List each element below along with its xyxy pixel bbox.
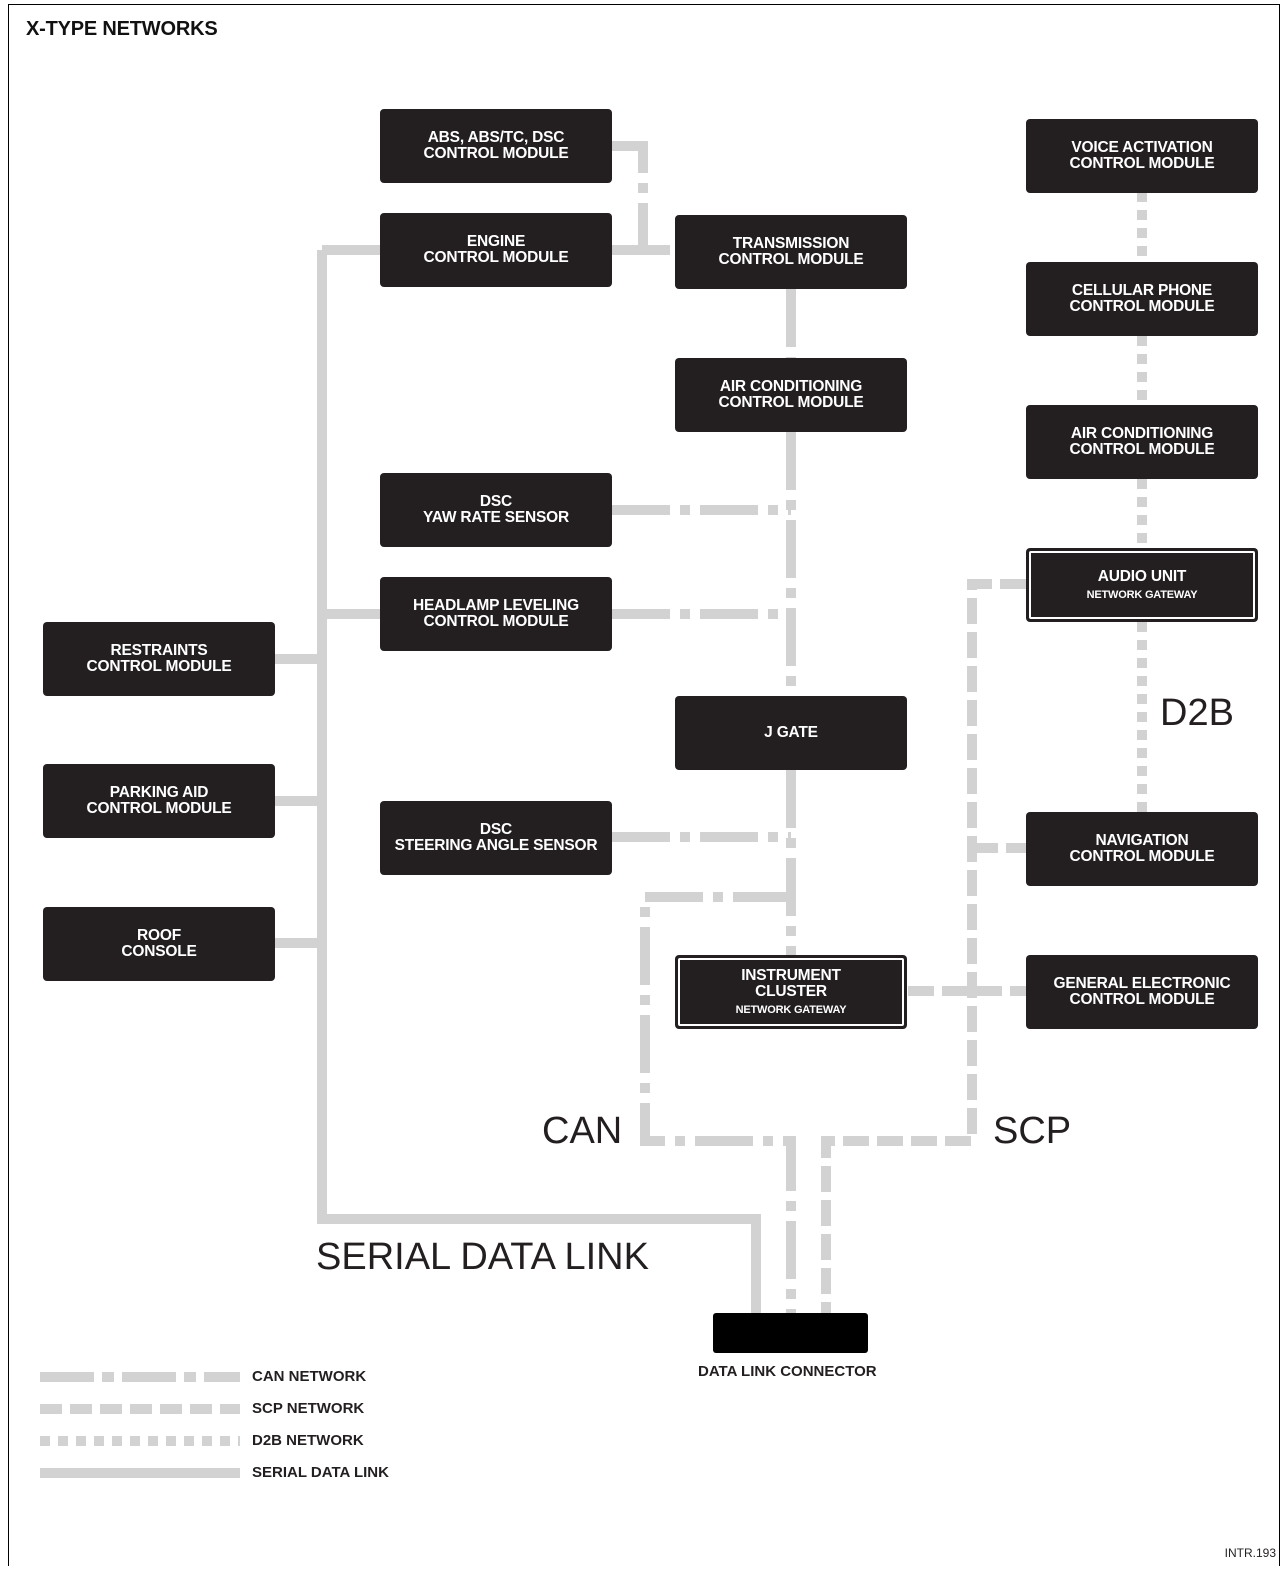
legend-label-d2b: D2B NETWORK [252,1432,364,1449]
instrument-cluster-gateway: INSTRUMENT CLUSTER NETWORK GATEWAY [675,955,907,1029]
module-label: J GATE [764,724,818,741]
parking-aid-control-module: PARKING AID CONTROL MODULE [43,764,275,838]
module-label: GENERAL ELECTRONIC [1053,975,1231,992]
module-label: ENGINE [466,233,526,250]
module-label: CELLULAR PHONE [1071,282,1213,299]
legend-label-serial: SERIAL DATA LINK [252,1464,389,1481]
module-label: HEADLAMP LEVELING [413,597,579,614]
module-label: CONSOLE [121,943,197,960]
air-conditioning-control-module-can: AIR CONDITIONING CONTROL MODULE [675,358,907,432]
navigation-control-module: NAVIGATION CONTROL MODULE [1026,812,1258,886]
roof-console: ROOF CONSOLE [43,907,275,981]
scp-link-audio [821,579,1026,1314]
legend-label-scp: SCP NETWORK [252,1400,365,1417]
headlamp-leveling-control-module: HEADLAMP LEVELING CONTROL MODULE [380,577,612,651]
figure-id: INTR.193 [1224,1546,1276,1560]
audio-unit-gateway: AUDIO UNIT NETWORK GATEWAY [1026,548,1258,622]
serial-data-link-label: SERIAL DATA LINK [316,1236,649,1278]
module-label: AUDIO UNIT [1097,568,1187,585]
module-label: CONTROL MODULE [423,249,569,266]
restraints-control-module: RESTRAINTS CONTROL MODULE [43,622,275,696]
module-label: AIR CONDITIONING [1070,425,1214,442]
module-label: CONTROL MODULE [86,658,232,675]
module-label: CONTROL MODULE [1069,848,1215,865]
diagram-title: X-TYPE NETWORKS [26,18,218,40]
legend-label-can: CAN NETWORK [252,1368,367,1385]
module-label: DSC [479,821,513,838]
serial-link-bus [317,250,761,1314]
can-link-abs [612,141,648,250]
module-label: CONTROL MODULE [423,145,569,162]
module-label: ABS, ABS/TC, DSC [427,129,565,146]
air-conditioning-control-module-d2b: AIR CONDITIONING CONTROL MODULE [1026,405,1258,479]
module-label: INSTRUMENT [741,967,841,984]
module-label: ROOF [137,927,181,944]
data-link-connector-label: DATA LINK CONNECTOR [698,1363,877,1380]
engine-control-module: ENGINE CONTROL MODULE [380,213,612,287]
dsc-steering-angle-sensor: DSC STEERING ANGLE SENSOR [380,801,612,875]
module-label: CONTROL MODULE [718,394,864,411]
module-label: CONTROL MODULE [1069,991,1215,1008]
module-label: NAVIGATION [1095,832,1189,849]
module-label: CONTROL MODULE [1069,155,1215,172]
module-label: YAW RATE SENSOR [423,509,569,526]
module-label: RESTRAINTS [110,642,208,659]
can-link-dlc-loop [640,892,796,1314]
abs-control-module: ABS, ABS/TC, DSC CONTROL MODULE [380,109,612,183]
scp-network-label: SCP [993,1110,1072,1152]
module-sublabel: NETWORK GATEWAY [1086,589,1198,601]
module-label: CONTROL MODULE [1069,298,1215,315]
j-gate: J GATE [675,696,907,770]
module-label: DSC [479,493,513,510]
diagram-frame [8,4,1280,1566]
module-label: CLUSTER [755,983,827,1000]
module-label: STEERING ANGLE SENSOR [394,837,598,854]
d2b-network-label: D2B [1160,692,1234,734]
transmission-control-module: TRANSMISSION CONTROL MODULE [675,215,907,289]
module-label: VOICE ACTIVATION [1071,139,1213,156]
module-sublabel: NETWORK GATEWAY [735,1004,847,1016]
module-label: CONTROL MODULE [423,613,569,630]
module-label: AIR CONDITIONING [719,378,863,395]
module-label: TRANSMISSION [732,235,850,252]
general-electronic-control-module: GENERAL ELECTRONIC CONTROL MODULE [1026,955,1258,1029]
module-label: CONTROL MODULE [86,800,232,817]
module-label: CONTROL MODULE [1069,441,1215,458]
module-label: PARKING AID [109,784,209,801]
module-label: CONTROL MODULE [718,251,864,268]
can-network-label: CAN [542,1110,623,1152]
cellular-phone-control-module: CELLULAR PHONE CONTROL MODULE [1026,262,1258,336]
data-link-connector [713,1313,868,1353]
voice-activation-control-module: VOICE ACTIVATION CONTROL MODULE [1026,119,1258,193]
dsc-yaw-rate-sensor: DSC YAW RATE SENSOR [380,473,612,547]
